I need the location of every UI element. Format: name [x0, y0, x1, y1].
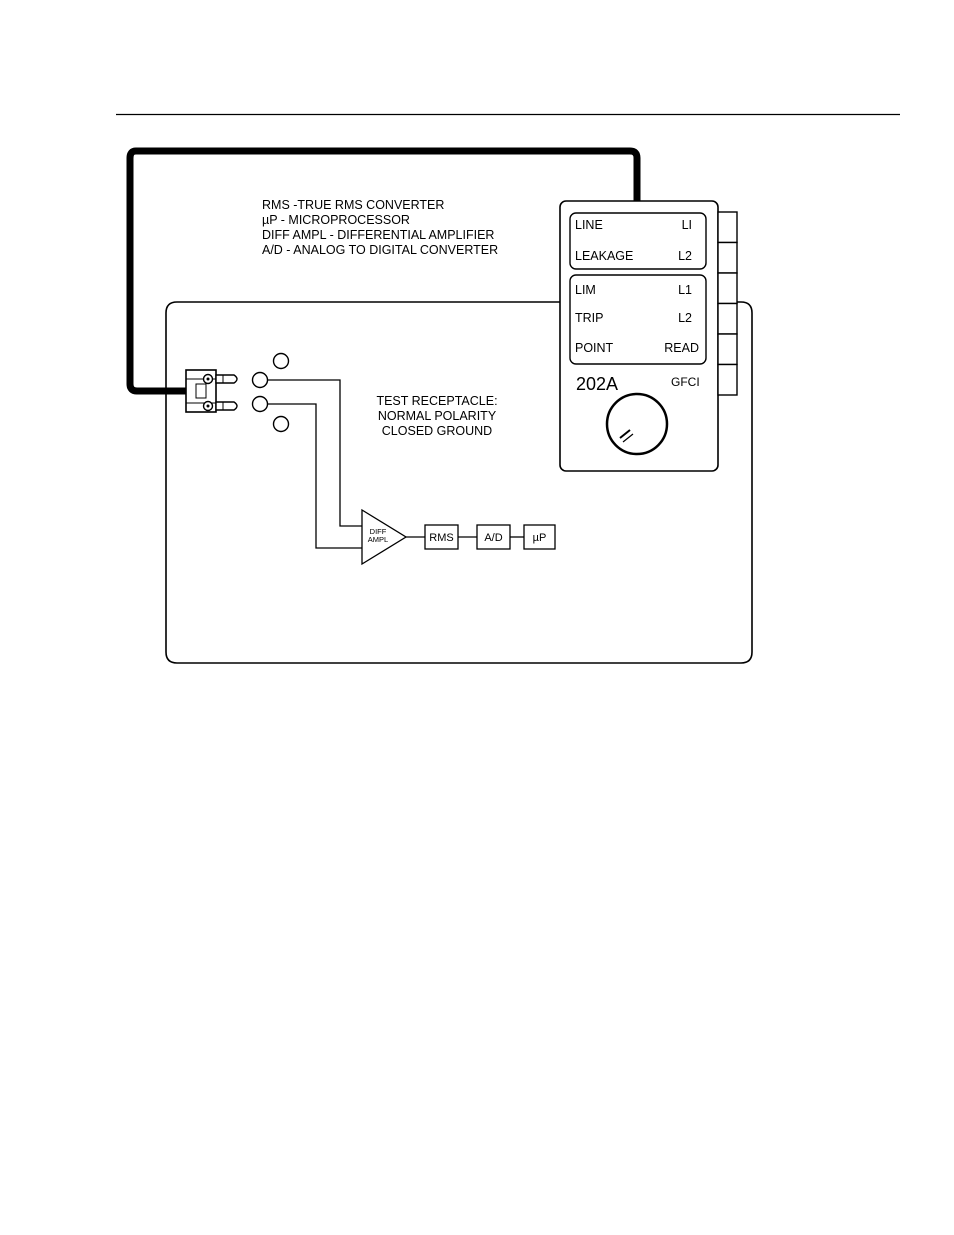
tester-point-label: POINT: [575, 341, 614, 355]
receptacle-hole-neutral: [251, 395, 269, 413]
diff-amplifier-label-2: AMPL: [368, 535, 388, 544]
microprocessor-box: [523, 524, 556, 550]
gfci-tester: LINE LI LEAKAGE L2 LIM L1 TRIP L2 POINT …: [559, 200, 738, 472]
banana-plug-connector: [185, 369, 238, 413]
wire-neutral-input: [268, 403, 362, 549]
tester-leakage-l2: L2: [678, 249, 692, 263]
selector-knob: [605, 392, 669, 456]
legend-diff-ampl: DIFF AMPL - DIFFERENTIAL AMPLIFIER: [262, 228, 494, 242]
tester-button-2: [717, 241, 738, 274]
receptacle-label-1: TEST RECEPTACLE:: [376, 394, 497, 408]
tester-button-4: [717, 302, 738, 335]
legend-ad: A/D - ANALOG TO DIGITAL CONVERTER: [262, 243, 498, 257]
selector-knob-pointer: [619, 429, 631, 439]
equipment-enclosure: [165, 301, 753, 664]
tester-trip-l2: L2: [678, 311, 692, 325]
receptacle-label-2: NORMAL POLARITY: [378, 409, 497, 423]
tester-line-label: LINE: [575, 218, 603, 232]
tester-button-1: [717, 211, 738, 244]
tester-leakage-label: LEAKAGE: [575, 249, 633, 263]
receptacle-hole-ground: [272, 415, 290, 433]
tester-panel-upper: [569, 212, 707, 270]
tester-model-label: 202A: [576, 374, 618, 394]
receptacle-label-3: CLOSED GROUND: [382, 424, 492, 438]
legend-rms: RMS -TRUE RMS CONVERTER: [262, 198, 444, 212]
test-lead-cable: [126, 147, 641, 395]
microprocessor-label: µP: [533, 532, 547, 544]
receptacle-hole-top: [272, 352, 290, 370]
tester-panel-lower: [569, 274, 707, 365]
legend-microprocessor: µP - MICROPROCESSOR: [262, 213, 410, 227]
tester-gfci-label: GFCI: [671, 375, 700, 389]
tester-button-6: [717, 363, 738, 396]
diff-amplifier: [361, 508, 408, 566]
tester-button-5: [717, 333, 738, 366]
diff-amplifier-label-1: DIFF: [370, 527, 387, 536]
rms-converter-label: RMS: [429, 532, 453, 544]
tester-lim-label: LIM: [575, 283, 596, 297]
tester-trip-label: TRIP: [575, 311, 603, 325]
tester-read-label: READ: [664, 341, 699, 355]
tester-line-l1: LI: [682, 218, 692, 232]
ad-converter-label: A/D: [484, 532, 502, 544]
receptacle-hole-line: [251, 371, 269, 389]
wire-line-input: [268, 379, 362, 527]
tester-lim-l1: L1: [678, 283, 692, 297]
tester-button-3: [717, 272, 738, 305]
